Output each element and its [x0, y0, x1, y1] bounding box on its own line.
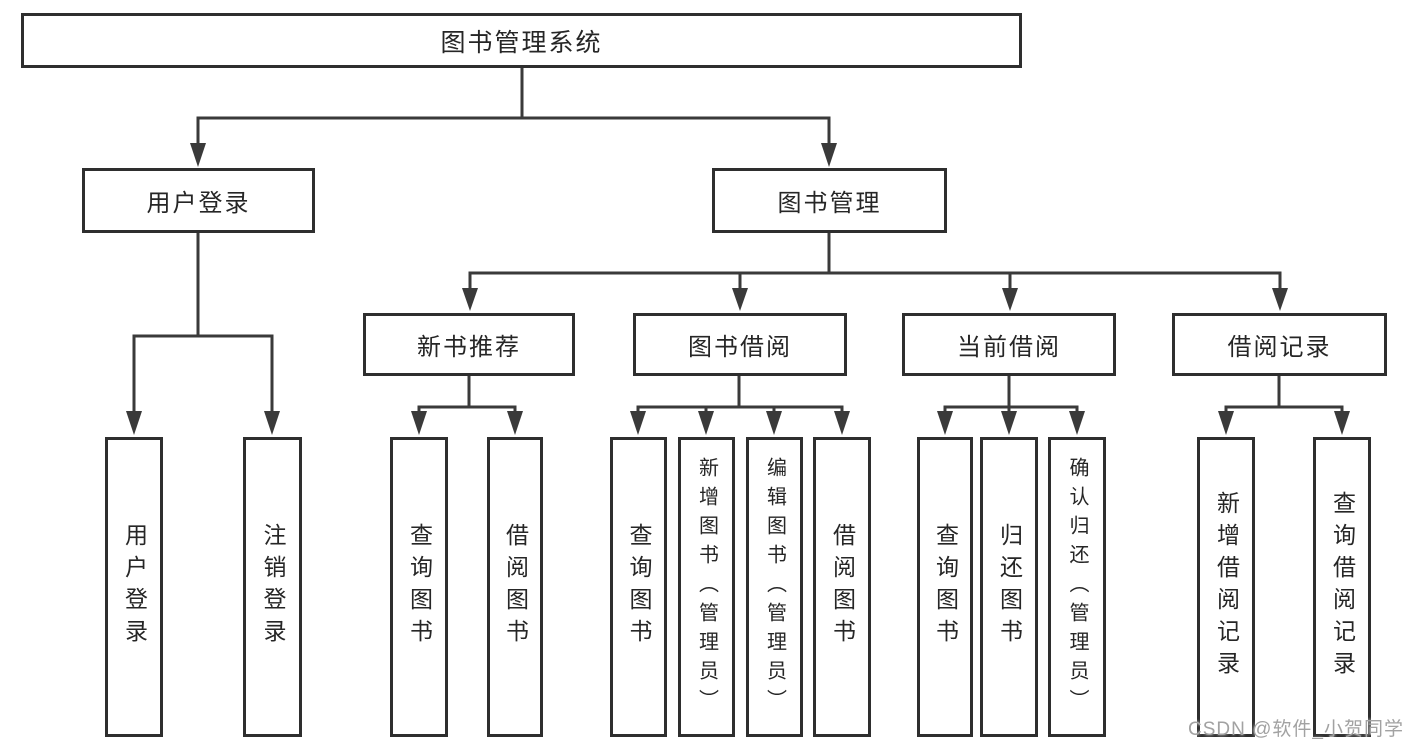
arrowhead	[834, 411, 850, 435]
leaf-borrow-borrow-books: 借阅图书	[813, 437, 871, 737]
arrowhead	[507, 411, 523, 435]
leaf-current-confirm-return-admin-label: 确认归还（管理员）	[1066, 456, 1088, 718]
node-borrow-records: 借阅记录	[1172, 313, 1387, 376]
node-new-book-recommend: 新书推荐	[363, 313, 575, 376]
leaf-records-query-record: 查询借阅记录	[1313, 437, 1371, 737]
leaf-newbook-query-books-label: 查询图书	[406, 523, 433, 651]
leaf-current-confirm-return-admin: 确认归还（管理员）	[1048, 437, 1106, 737]
leaf-records-add-record: 新增借阅记录	[1197, 437, 1255, 737]
leaf-borrow-edit-books-admin: 编辑图书（管理员）	[746, 437, 803, 737]
connector-new-book-children	[411, 376, 523, 435]
leaf-borrow-query-books-label: 查询图书	[626, 523, 652, 651]
leaf-user-login-label: 用户登录	[121, 523, 148, 651]
node-book-borrowing: 图书借阅	[633, 313, 847, 376]
leaf-logout-label: 注销登录	[260, 523, 286, 651]
arrowhead	[1272, 288, 1288, 311]
leaf-newbook-borrow-books: 借阅图书	[487, 437, 543, 737]
leaf-records-add-record-label: 新增借阅记录	[1213, 491, 1240, 683]
connector-user-login-children	[126, 233, 280, 435]
leaf-borrow-add-books-admin: 新增图书（管理员）	[678, 437, 735, 737]
arrowhead	[462, 288, 478, 311]
arrowhead	[937, 411, 953, 435]
leaf-current-query-books: 查询图书	[917, 437, 973, 737]
arrowhead	[1069, 411, 1085, 435]
leaf-current-return-books: 归还图书	[980, 437, 1038, 737]
connector-current-borrow-children	[937, 376, 1085, 435]
connector-borrow-records-children	[1218, 376, 1350, 435]
node-library-management-system: 图书管理系统	[21, 13, 1022, 68]
arrowhead	[1218, 411, 1234, 435]
arrowhead	[190, 143, 206, 167]
node-current-borrowing: 当前借阅	[902, 313, 1116, 376]
arrowhead	[821, 143, 837, 167]
leaf-user-login: 用户登录	[105, 437, 163, 737]
leaf-current-return-books-label: 归还图书	[996, 523, 1023, 651]
arrowhead	[1001, 411, 1017, 435]
connector-book-borrow-children	[630, 376, 850, 435]
arrowhead	[732, 288, 748, 311]
arrowhead	[411, 411, 427, 435]
arrowhead	[766, 411, 782, 435]
leaf-borrow-add-books-admin-label: 新增图书（管理员）	[695, 456, 718, 718]
leaf-newbook-query-books: 查询图书	[390, 437, 448, 737]
leaf-logout: 注销登录	[243, 437, 302, 737]
leaf-newbook-borrow-books-label: 借阅图书	[502, 523, 529, 651]
arrowhead	[1334, 411, 1350, 435]
leaf-current-query-books-label: 查询图书	[932, 523, 959, 651]
arrowhead	[698, 411, 714, 435]
arrowhead	[264, 411, 280, 435]
leaf-borrow-edit-books-admin-label: 编辑图书（管理员）	[763, 456, 786, 718]
leaf-borrow-borrow-books-label: 借阅图书	[829, 523, 856, 651]
leaf-records-query-record-label: 查询借阅记录	[1329, 491, 1356, 683]
connector-root-to-level2	[190, 66, 837, 167]
node-user-login: 用户登录	[82, 168, 315, 233]
arrowhead	[1002, 288, 1018, 311]
csdn-watermark: CSDN @软件_小贺同学	[1188, 719, 1404, 740]
node-book-management: 图书管理	[712, 168, 947, 233]
arrowhead	[126, 411, 142, 435]
leaf-borrow-query-books: 查询图书	[610, 437, 667, 737]
arrowhead	[630, 411, 646, 435]
connector-book-mgmt-children	[462, 233, 1288, 311]
